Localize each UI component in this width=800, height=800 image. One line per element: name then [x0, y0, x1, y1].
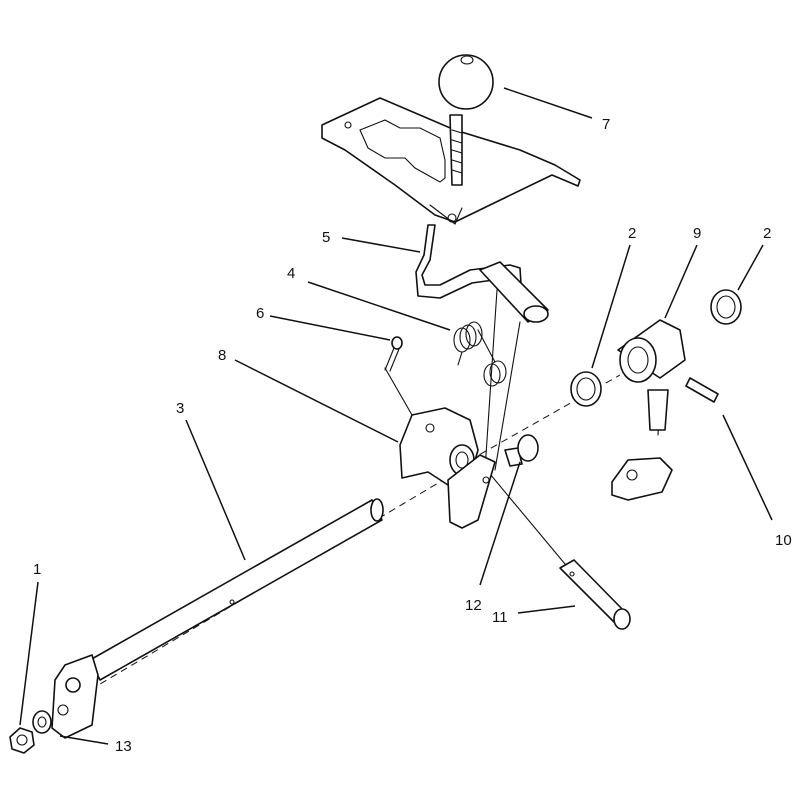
callout-12: 12	[465, 597, 482, 614]
callout-4: 4	[287, 265, 295, 282]
callout-7: 7	[602, 116, 610, 133]
carriage-bolt	[504, 434, 539, 467]
callouts: 1 13 3 4 5 6 7 8 2 9 2 10 11 12	[33, 116, 792, 755]
hex-nut	[9, 727, 35, 754]
torsion-spring	[453, 321, 507, 387]
callout-9: 9	[693, 225, 701, 242]
leader-lines	[19, 87, 773, 745]
callout-1: 1	[33, 561, 41, 578]
callout-11: 11	[492, 609, 508, 626]
callout-2b: 2	[763, 225, 771, 242]
clevis-pin	[559, 559, 631, 630]
callout-5: 5	[322, 229, 330, 246]
pivot-collar	[611, 319, 686, 501]
callout-3: 3	[176, 400, 184, 417]
callout-8: 8	[218, 347, 226, 364]
bushing-left	[570, 371, 602, 407]
lever-sleeve	[479, 261, 549, 471]
callout-10: 10	[775, 532, 792, 549]
bushing-right	[710, 289, 742, 325]
shift-knob	[438, 54, 494, 186]
shift-shaft	[51, 498, 384, 739]
callout-2a: 2	[628, 225, 636, 242]
callout-13: 13	[115, 738, 132, 755]
flat-washer	[32, 710, 52, 734]
roll-pin	[685, 377, 719, 403]
callout-6: 6	[256, 305, 264, 322]
cotter-pin	[384, 336, 403, 372]
mounting-bracket	[399, 407, 496, 529]
